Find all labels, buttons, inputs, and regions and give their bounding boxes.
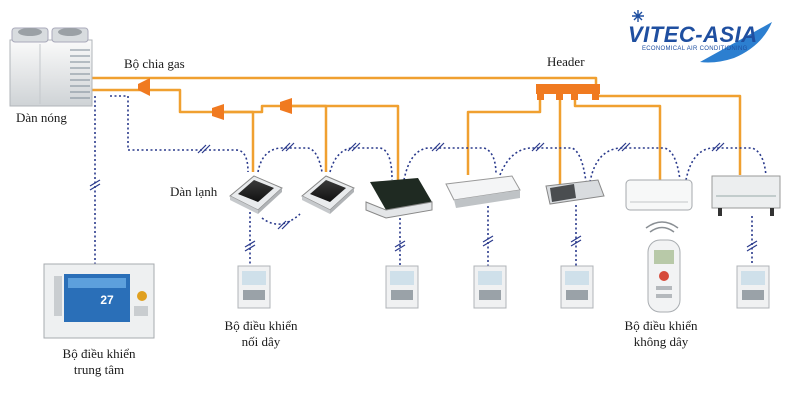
wire-break-marks bbox=[89, 142, 758, 252]
indoor-unit-ceiling-suspended bbox=[445, 175, 521, 208]
central-controller-label-line2: trung tâm bbox=[73, 362, 125, 377]
wire-bus-2-3 bbox=[329, 147, 393, 181]
wire-bus-1-2 bbox=[257, 147, 323, 173]
central-controller-temperature: 27 bbox=[100, 293, 114, 307]
brand-tagline: ECONOMICAL AIR CONDITIONING bbox=[642, 46, 748, 52]
gas-splitter-1 bbox=[138, 78, 150, 96]
wire-bus-4-5 bbox=[499, 147, 587, 183]
wired-controller-4 bbox=[560, 265, 594, 309]
branch-line-3 bbox=[224, 104, 286, 114]
wired-controller-1 bbox=[237, 265, 271, 309]
header-label: Header bbox=[547, 54, 585, 69]
header-to-unit-7 bbox=[596, 94, 742, 175]
branch-line-2 bbox=[224, 110, 255, 172]
snowflake-icon bbox=[632, 10, 644, 22]
branch-line-1 bbox=[150, 88, 218, 114]
wired-controller-5 bbox=[736, 265, 770, 309]
indoor-unit-wall-mounted bbox=[625, 179, 693, 211]
indoor-unit-cassette-2 bbox=[301, 175, 355, 214]
wire-unit1-unit2 bbox=[261, 213, 301, 225]
gas-splitter-2 bbox=[212, 104, 224, 120]
wired-controller-2 bbox=[385, 265, 419, 309]
header-to-unit-6 bbox=[573, 96, 662, 180]
branch-line-5 bbox=[292, 104, 400, 180]
signal-icon bbox=[645, 221, 679, 233]
central-controller bbox=[43, 263, 155, 339]
indoor-unit-ducted bbox=[545, 179, 605, 205]
refrigerant-piping bbox=[92, 76, 742, 188]
indoor-unit-cassette-3 bbox=[365, 178, 433, 219]
wired-controller-label-line2: nối dây bbox=[241, 334, 281, 349]
wired-controller-label-line1: Bộ điều khiển bbox=[224, 318, 298, 333]
control-wiring bbox=[94, 95, 767, 268]
wire-bus-3-4 bbox=[403, 147, 497, 181]
wireless-remote bbox=[645, 221, 681, 313]
gas-splitter-label: Bộ chia gas bbox=[124, 56, 185, 71]
gas-splitters bbox=[138, 78, 292, 120]
wire-bus-6-7 bbox=[685, 147, 767, 181]
header-to-unit-4 bbox=[466, 96, 542, 175]
wireless-controller-label-line1: Bộ điều khiển bbox=[624, 318, 698, 333]
indoor-unit-cassette-1 bbox=[229, 175, 283, 214]
gas-splitter-3 bbox=[280, 98, 292, 114]
wire-bus-5-6 bbox=[589, 147, 681, 183]
indoor-unit-label: Dàn lạnh bbox=[170, 184, 218, 199]
outdoor-unit bbox=[9, 27, 93, 107]
branch-line-4 bbox=[292, 104, 328, 172]
wired-controller-3 bbox=[473, 265, 507, 309]
vitec-logo-mark bbox=[632, 10, 772, 63]
wireless-controller-label-line2: không dây bbox=[633, 334, 689, 349]
header-manifold bbox=[536, 84, 600, 100]
brand-logo: VITEC-ASIA bbox=[628, 22, 758, 47]
indoor-unit-floor-standing bbox=[711, 175, 781, 216]
outdoor-unit-label: Dàn nóng bbox=[16, 110, 67, 125]
central-controller-label-line1: Bộ điều khiển bbox=[62, 346, 136, 361]
wire-outdoor-to-indoor-bus bbox=[110, 95, 249, 173]
